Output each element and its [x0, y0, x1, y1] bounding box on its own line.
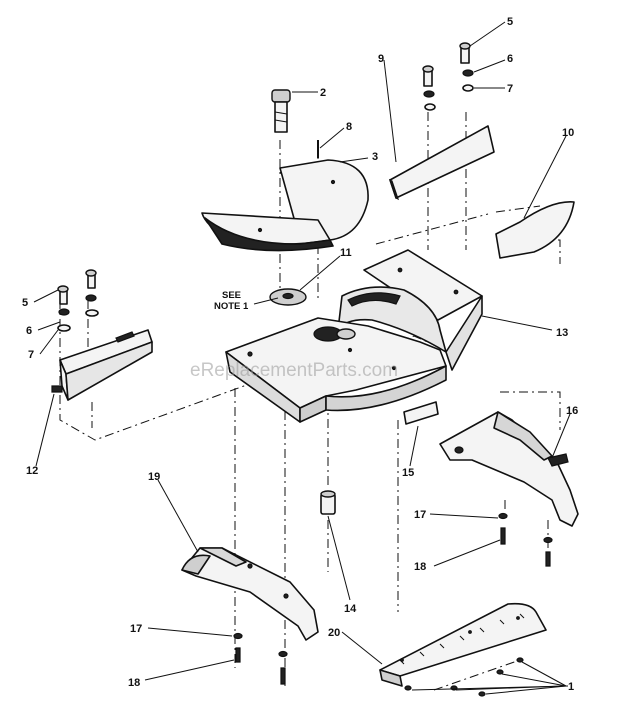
- side-bracket-part: [51, 329, 153, 401]
- callout-20: 20: [328, 627, 340, 639]
- screw-set-left: [57, 269, 99, 332]
- callout-15: 15: [402, 467, 414, 479]
- callout-18-right: 18: [414, 561, 426, 573]
- washer-part: [269, 288, 307, 306]
- guard-plate-part: [201, 159, 369, 252]
- callout-7-left: 7: [28, 349, 34, 361]
- see-note-line2: NOTE 1: [214, 301, 249, 312]
- small-plate-part: [403, 401, 439, 425]
- protractor-scale-part: [379, 602, 547, 687]
- callout-9: 9: [378, 53, 384, 65]
- callout-12: 12: [26, 465, 38, 477]
- spacer-part: [320, 490, 336, 515]
- callout-13: 13: [556, 327, 568, 339]
- callout-19: 19: [148, 471, 160, 483]
- callout-10: 10: [562, 127, 574, 139]
- callout-5-left: 5: [22, 297, 28, 309]
- curved-insert-part: [495, 201, 575, 259]
- callout-5-top: 5: [507, 16, 513, 28]
- plate-part: [388, 125, 495, 201]
- callout-2: 2: [320, 87, 326, 99]
- leader-lines: [33, 21, 571, 695]
- foot-screws-right: [498, 512, 553, 567]
- right-foot-part: [439, 411, 579, 527]
- left-foot-part: [181, 547, 319, 641]
- foot-screws-left: [233, 632, 288, 685]
- callout-11: 11: [340, 247, 352, 259]
- callout-17-right: 17: [414, 509, 426, 521]
- watermark-text: eReplacementParts.com: [190, 360, 398, 381]
- screw-set-right: [422, 42, 474, 111]
- callout-6-top: 6: [507, 53, 513, 65]
- main-base-part: [225, 249, 483, 423]
- callout-3: 3: [372, 151, 378, 163]
- pin-part: [271, 89, 291, 133]
- callout-18-left: 18: [128, 677, 140, 689]
- callout-16: 16: [566, 405, 578, 417]
- callout-8: 8: [346, 121, 352, 133]
- callout-14: 14: [344, 603, 357, 615]
- callout-6-left: 6: [26, 325, 32, 337]
- callout-labels: 2 3 5 6 7 8 9 10 11 5 6 7 12 13 14 15 16…: [22, 16, 578, 693]
- see-note-line1: SEE: [222, 290, 241, 301]
- callout-1: 1: [568, 681, 574, 693]
- callout-7-top: 7: [507, 83, 513, 95]
- callout-17-left: 17: [130, 623, 142, 635]
